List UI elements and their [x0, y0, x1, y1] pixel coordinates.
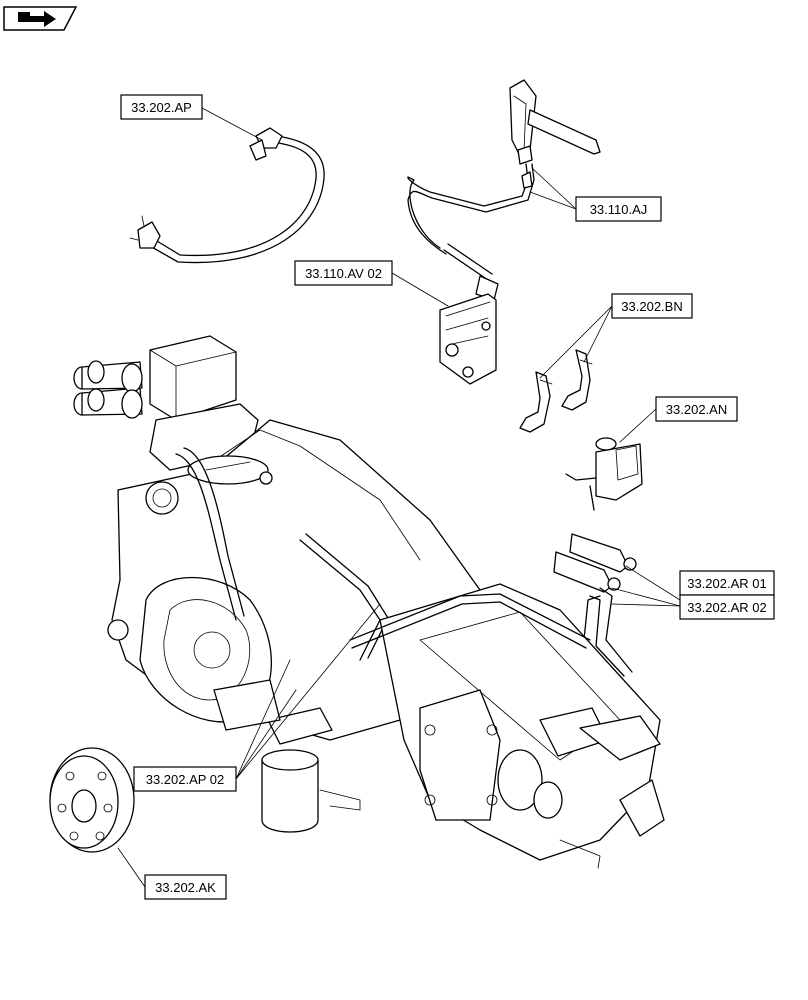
- callout-33-202-ap-02[interactable]: 33.202.AP 02: [133, 766, 237, 792]
- flywheel-33-202-ak: [49, 747, 135, 853]
- callout-label: 33.110.AV 02: [305, 266, 382, 281]
- callout-label: 33.202.AR 01: [687, 576, 767, 591]
- callout-33-202-ar-01[interactable]: 33.202.AR 01: [679, 570, 775, 596]
- leader-lines: [117, 107, 681, 888]
- callout-33-110-av-02[interactable]: 33.110.AV 02: [294, 260, 393, 286]
- callout-label: 33.110.AJ: [590, 202, 648, 217]
- callout-label: 33.202.AP: [131, 100, 192, 115]
- callout-33-202-an[interactable]: 33.202.AN: [655, 396, 738, 422]
- callout-33-202-ak[interactable]: 33.202.AK: [144, 874, 227, 900]
- callout-label: 33.202.AK: [155, 880, 216, 895]
- callout-33-110-aj[interactable]: 33.110.AJ: [575, 196, 662, 222]
- hose-33-202-ap: [129, 127, 325, 264]
- callout-33-202-bn[interactable]: 33.202.BN: [611, 293, 693, 319]
- lever-33-110-aj: [407, 79, 601, 255]
- return-arrow-icon[interactable]: [3, 6, 78, 31]
- bracket-33-110-av-02: [439, 243, 499, 385]
- hydraulic-couplers: [73, 360, 143, 419]
- callout-33-202-ap[interactable]: 33.202.AP: [120, 94, 203, 120]
- callout-label: 33.202.AN: [666, 402, 727, 417]
- transmission-assembly: [73, 335, 665, 869]
- callout-label: 33.202.BN: [621, 299, 682, 314]
- reservoir-33-202-an: [565, 437, 643, 511]
- callout-label: 33.202.AR 02: [687, 600, 767, 615]
- callout-label: 33.202.AP 02: [146, 772, 225, 787]
- callout-33-202-ar-02[interactable]: 33.202.AR 02: [679, 594, 775, 620]
- pedals-33-202-bn: [519, 349, 593, 433]
- cylinders-33-202-ar: [553, 533, 637, 677]
